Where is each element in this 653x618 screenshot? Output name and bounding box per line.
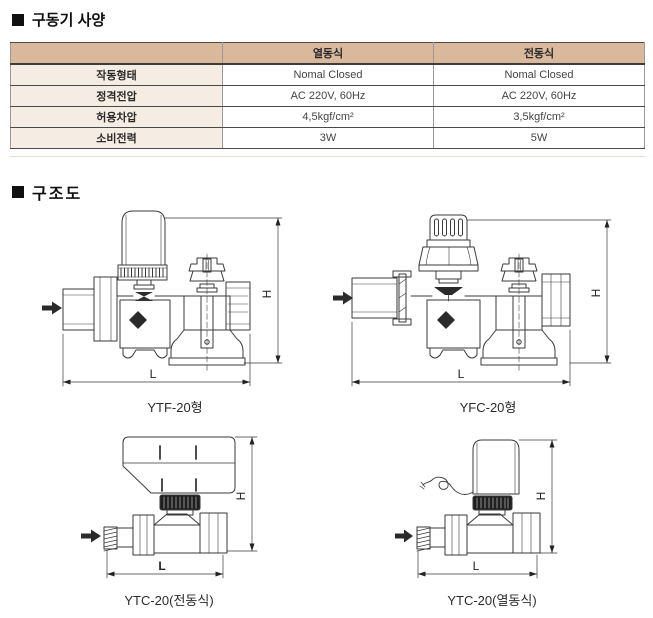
header-blank-cell (10, 42, 223, 65)
dim-label-l: L (158, 559, 165, 573)
valve-body (466, 524, 514, 554)
drawing-ytf-20: H L (42, 210, 283, 387)
cell-value: AC 220V, 60Hz (433, 85, 645, 107)
figure-caption: YTF-20형 (147, 400, 203, 415)
dimension-l (417, 550, 538, 579)
dimension-h (226, 436, 258, 552)
dim-label-h: H (260, 290, 274, 299)
section-title-text: 구동기 사양 (32, 12, 106, 29)
valve-body (426, 299, 481, 349)
actuator-box (122, 436, 236, 494)
row-label: 허용차압 (10, 106, 223, 128)
actuator-head (121, 210, 166, 266)
stem-gland (434, 287, 463, 295)
adjust-knob (429, 214, 468, 241)
row-label: 작동형태 (10, 63, 223, 86)
balance-cap (500, 257, 538, 272)
flow-arrow-icon (81, 529, 101, 543)
cell-value: Nomal Closed (433, 63, 645, 86)
table-header-row: 열동식 전동식 (10, 42, 645, 65)
drawing-ytc-20-thermal: H L (395, 439, 558, 579)
dimension-l (62, 333, 251, 387)
flow-arrow-icon (333, 291, 353, 305)
flow-diamond (437, 311, 455, 329)
figure-caption: YTC-20(전동식) (124, 593, 214, 608)
male-thread (103, 526, 118, 550)
dim-label-h: H (589, 289, 603, 298)
pipe (116, 527, 134, 548)
header-electric: 전동식 (433, 42, 645, 65)
valve-body (153, 524, 201, 554)
dimension-l (106, 550, 224, 579)
dim-label-h: H (234, 492, 248, 501)
dim-label-h: H (534, 492, 548, 501)
flow-arrow-icon (395, 529, 413, 543)
cell-value: 3,5kgf/cm² (433, 106, 645, 128)
flow-diamond (129, 311, 147, 329)
row-label: 소비전력 (10, 127, 223, 149)
cable (422, 476, 474, 495)
hex-nut (444, 514, 468, 556)
dimension-h (518, 439, 558, 554)
section-title-actuator-spec: 구동기 사양 (12, 9, 105, 30)
hex-nut (132, 514, 155, 556)
cell-value: AC 220V, 60Hz (222, 85, 434, 107)
section-bullet-icon (12, 186, 24, 198)
balance-cap (188, 257, 226, 272)
cell-value: Nomal Closed (222, 63, 434, 86)
section-bullet-icon (12, 13, 24, 26)
dim-label-l: L (473, 559, 480, 573)
figure-caption: YTC-20(열동식) (447, 593, 537, 608)
dimension-l (351, 321, 571, 387)
union-nut (93, 276, 118, 342)
pipe (429, 527, 446, 548)
drawing-yfc-20: H L (333, 214, 612, 387)
dim-label-l: L (150, 367, 157, 381)
outlet-nut (199, 512, 228, 554)
actuator-head (472, 439, 520, 495)
table-accent-underline (10, 156, 645, 157)
drawing-ytc-20-electric: H L (81, 436, 258, 579)
table-row: 정격전압 AC 220V, 60Hz AC 220V, 60Hz (10, 85, 645, 107)
table-row: 허용차압 4,5kgf/cm² 3,5kgf/cm² (10, 106, 645, 128)
table-row: 소비전력 3W 5W (10, 127, 645, 149)
cell-value: 3W (222, 127, 434, 149)
male-thread (416, 526, 431, 550)
dim-label-l: L (458, 367, 465, 381)
outlet-nut (541, 273, 571, 327)
stem-gland (135, 292, 153, 301)
dimension-h (466, 219, 612, 364)
header-thermal: 열동식 (222, 42, 434, 65)
flow-arrow-icon (42, 301, 62, 315)
valve-body (119, 299, 171, 349)
cell-value: 5W (433, 127, 645, 149)
outlet-nut (512, 512, 541, 554)
section-title-text: 구조도 (32, 186, 83, 203)
knob-skirt (418, 246, 479, 266)
row-label: 정격전압 (10, 85, 223, 107)
table-row: 작동형태 Nomal Closed Nomal Closed (10, 63, 645, 86)
figure-caption: YFC-20형 (459, 400, 517, 415)
outlet-nut (225, 281, 251, 331)
section-title-structure: 구조도 (12, 180, 82, 204)
actuator-spec-table: 열동식 전동식 작동형태 Nomal Closed Nomal Closed 정… (10, 42, 645, 149)
cell-value: 4,5kgf/cm² (222, 106, 434, 128)
